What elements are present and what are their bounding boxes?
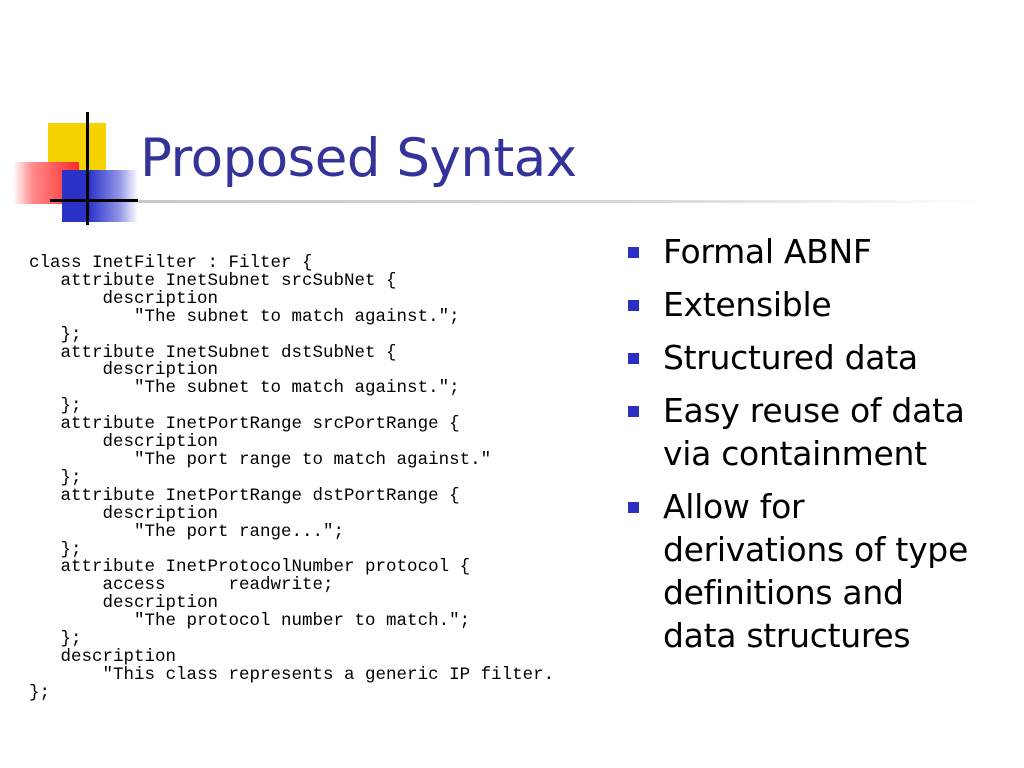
bullet-item: Formal ABNF	[628, 230, 1020, 273]
bullet-item: Extensible	[628, 283, 1020, 326]
logo-blue-square	[62, 170, 138, 222]
bullet-item: Structured data	[628, 336, 1020, 379]
bullet-square-icon	[628, 406, 639, 417]
logo-horizontal-line	[50, 199, 138, 202]
bullet-list: Formal ABNF Extensible Structured data E…	[628, 230, 1020, 667]
bullet-square-icon	[628, 353, 639, 364]
bullet-text: Easy reuse of data via containment	[663, 391, 965, 473]
bullet-square-icon	[628, 247, 639, 258]
title-underline	[138, 200, 988, 203]
bullet-text: Allow for derivations of type definition…	[663, 487, 968, 655]
bullet-text: Structured data	[663, 338, 918, 377]
bullet-square-icon	[628, 300, 639, 311]
code-block: class InetFilter : Filter { attribute In…	[29, 253, 555, 703]
logo-graphic	[0, 0, 160, 240]
slide-title: Proposed Syntax	[140, 128, 577, 189]
bullet-text: Formal ABNF	[663, 232, 872, 271]
bullet-item: Allow for derivations of type definition…	[628, 485, 1020, 657]
bullet-square-icon	[628, 502, 639, 513]
bullet-item: Easy reuse of data via containment	[628, 389, 1020, 475]
logo-vertical-line	[86, 112, 89, 225]
bullet-text: Extensible	[663, 285, 832, 324]
